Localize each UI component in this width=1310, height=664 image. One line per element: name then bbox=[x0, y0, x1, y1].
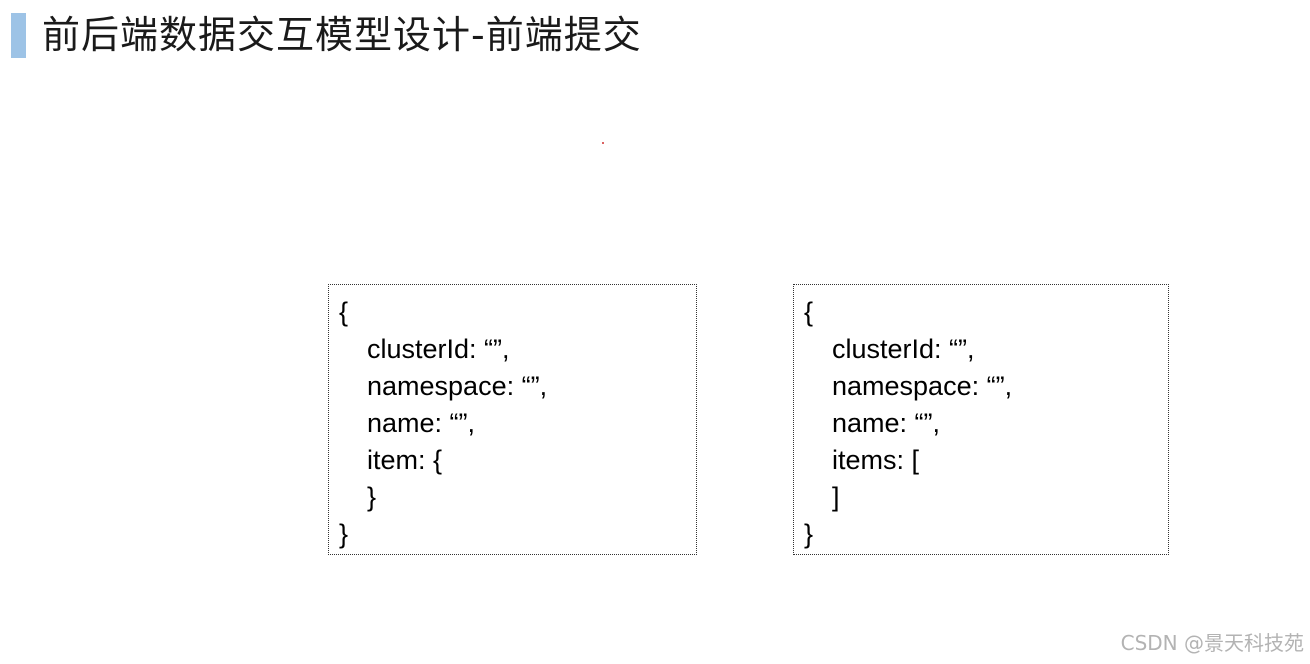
code-line: ] bbox=[832, 482, 840, 512]
code-line: namespace: “”, bbox=[367, 371, 548, 401]
code-line: } bbox=[804, 519, 814, 549]
right-code-box: { clusterId: “”, namespace: “”, name: “”… bbox=[793, 284, 1169, 555]
code-line: item: { bbox=[367, 445, 443, 475]
code-line: { bbox=[804, 297, 814, 327]
code-line: name: “”, bbox=[367, 408, 476, 438]
code-line: name: “”, bbox=[832, 408, 941, 438]
code-line: } bbox=[339, 519, 349, 549]
watermark: CSDN @景天科技苑 bbox=[1120, 631, 1304, 655]
page-title: 前后端数据交互模型设计-前端提交 bbox=[42, 13, 642, 57]
code-line: clusterId: “”, bbox=[367, 334, 510, 364]
red-dot-mark bbox=[602, 142, 604, 144]
code-line: namespace: “”, bbox=[832, 371, 1013, 401]
code-line: { bbox=[339, 297, 349, 327]
title-accent-bar bbox=[11, 13, 26, 58]
code-line: clusterId: “”, bbox=[832, 334, 975, 364]
code-line: items: [ bbox=[832, 445, 920, 475]
left-code-box: { clusterId: “”, namespace: “”, name: “”… bbox=[328, 284, 697, 555]
code-line: } bbox=[367, 482, 377, 512]
